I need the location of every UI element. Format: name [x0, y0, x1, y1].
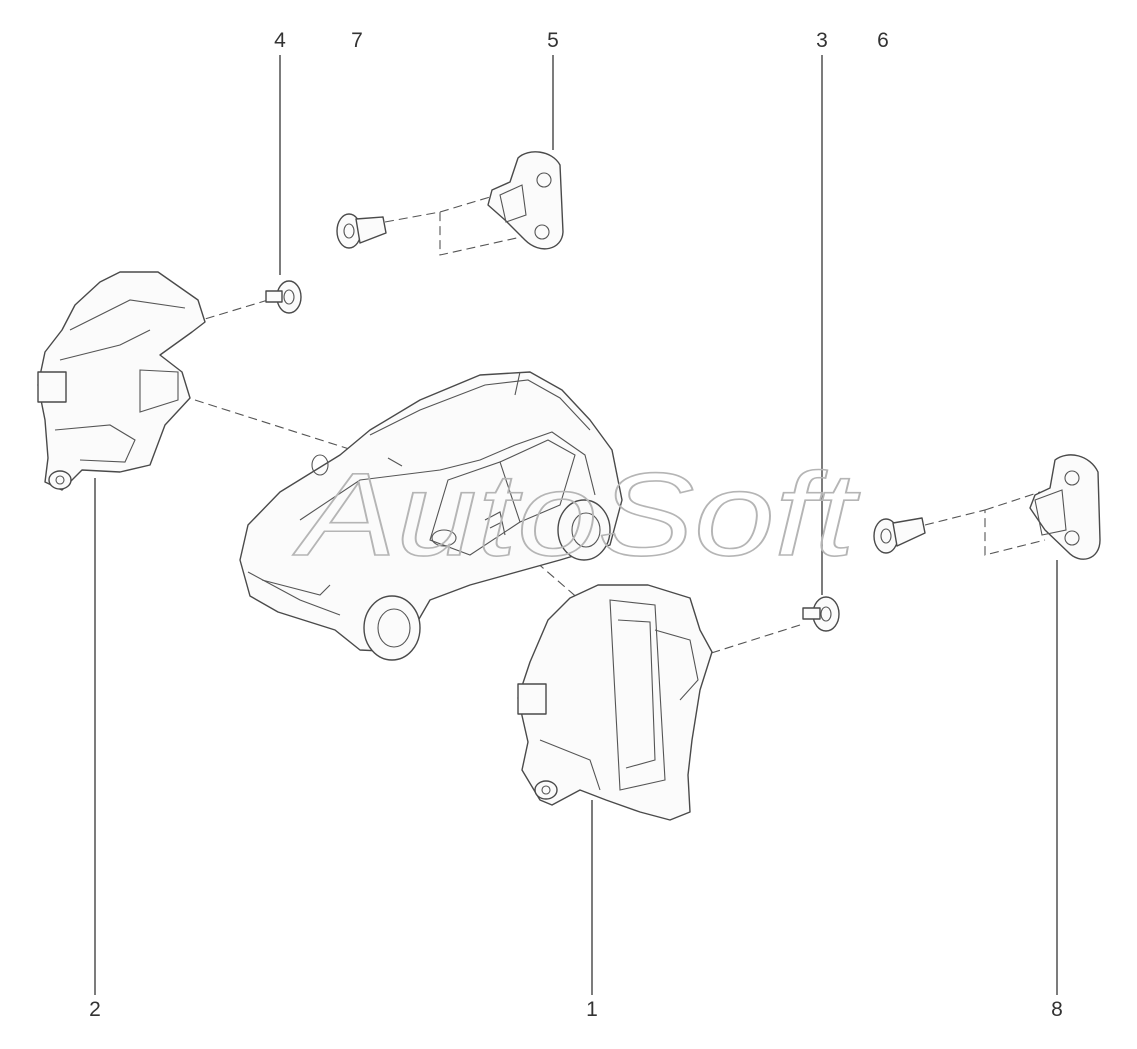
bolt-part-4 — [265, 280, 302, 314]
callout-7: 7 — [351, 29, 363, 52]
screw-part-6 — [873, 517, 926, 554]
door-lock-part-1 — [517, 584, 713, 821]
screw-part-7 — [336, 213, 387, 249]
bolt-part-3 — [802, 596, 840, 632]
striker-plate-part-5 — [487, 151, 564, 250]
callout-6: 6 — [877, 29, 889, 52]
callout-5: 5 — [547, 29, 559, 52]
callout-8: 8 — [1051, 998, 1063, 1021]
callout-1: 1 — [586, 998, 598, 1021]
watermark-text: AutoSoft — [293, 449, 861, 581]
door-lock-part-2 — [37, 271, 206, 491]
assembly-line-3-to-1 — [704, 624, 801, 656]
assembly-line-6-to-8 — [924, 491, 1046, 556]
assembly-line-4-to-2 — [194, 299, 269, 323]
car-illustration — [239, 371, 623, 661]
callout-3: 3 — [816, 29, 828, 52]
striker-part-8 — [1029, 454, 1101, 560]
callout-4: 4 — [274, 29, 286, 52]
callout-2: 2 — [89, 998, 101, 1021]
assembly-line-7-to-5 — [384, 187, 531, 256]
